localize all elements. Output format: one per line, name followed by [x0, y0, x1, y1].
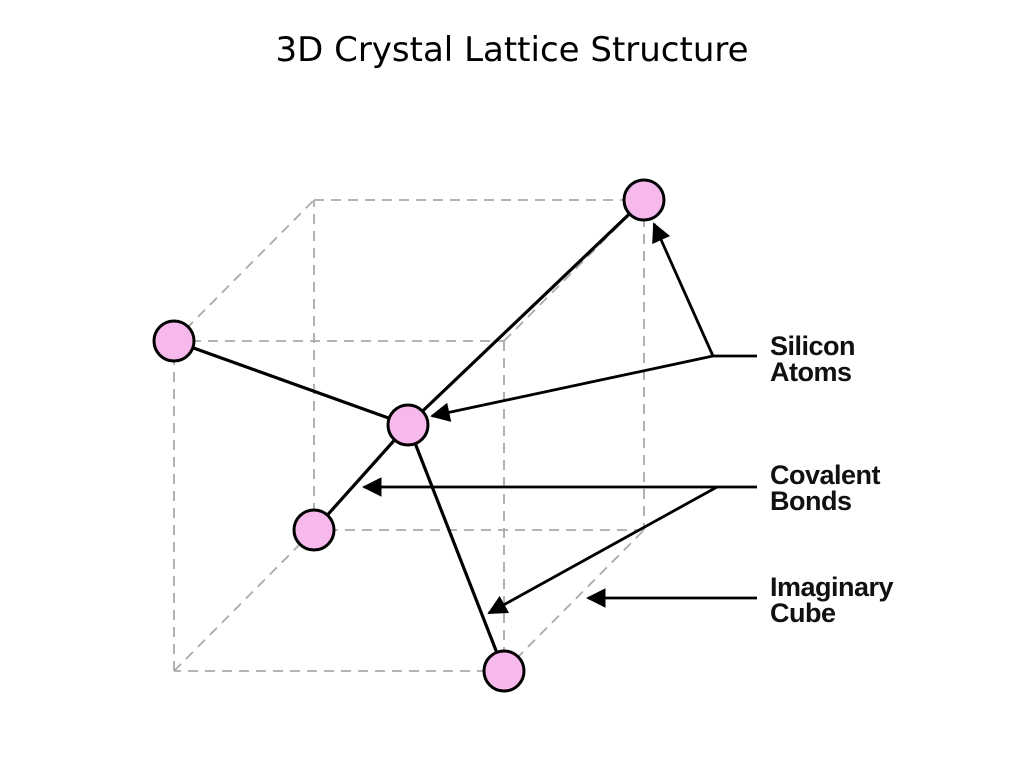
bond-line	[312, 423, 410, 532]
bond-line	[406, 424, 506, 672]
covalent-bonds-label-line1: Covalent	[770, 460, 881, 490]
imaginary-cube-label-line1: Imaginary	[770, 572, 894, 602]
silicon-atoms	[152, 178, 666, 693]
silicon-arrow-center	[430, 354, 714, 422]
silicon-arrow-top	[652, 222, 715, 357]
covalent-bonds	[173, 198, 646, 672]
silicon-atom	[152, 319, 196, 363]
imaginary-cube-label-line2: Cube	[770, 598, 836, 628]
imaginary-cube-label: Imaginary Cube	[770, 572, 894, 628]
silicon-atom	[292, 508, 336, 552]
callout-arrows	[362, 222, 757, 615]
silicon-atoms-label: Silicon Atoms	[770, 331, 856, 387]
imaginary-cube	[173, 199, 645, 672]
covalent-bonds-label-line2: Bonds	[770, 486, 852, 516]
cube-edge	[503, 529, 645, 672]
silicon-atoms-label-line1: Silicon	[770, 331, 856, 361]
slide-title: 3D Crystal Lattice Structure	[275, 30, 749, 70]
silicon-atom	[386, 403, 430, 447]
silicon-atoms-label-line2: Atoms	[770, 357, 852, 387]
cube-edge	[173, 529, 315, 672]
silicon-atom	[482, 649, 526, 693]
covalent-bonds-label: Covalent Bonds	[770, 460, 881, 516]
silicon-atom	[622, 178, 666, 222]
cube-edge	[173, 199, 315, 342]
bond-line	[173, 339, 409, 427]
bond-line	[406, 198, 646, 427]
covalent-arrow-lower	[487, 485, 718, 615]
